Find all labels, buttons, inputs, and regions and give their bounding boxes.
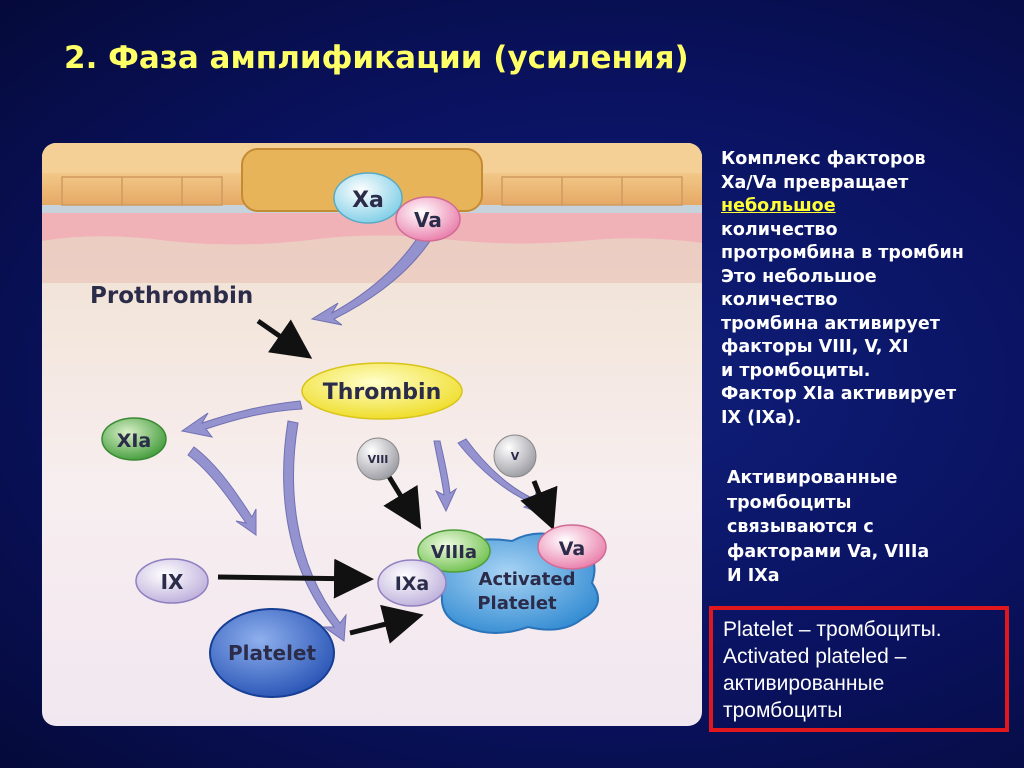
description-block-2: Активированные тромбоциты связываются с … <box>727 466 929 589</box>
ixa-node <box>377 559 447 607</box>
description-line: и тромбоциты. <box>721 360 871 381</box>
slide-title: 2. Фаза амплификации (усиления) <box>64 40 689 76</box>
v-node <box>493 434 537 478</box>
description-line: тромбоциты <box>727 492 852 513</box>
viii-node <box>356 437 400 481</box>
description-line: IX (IXa). <box>721 407 802 428</box>
viiia-node <box>417 529 491 573</box>
description-line: протромбина в тромбин <box>721 243 964 263</box>
description-line: Фактор XIa активирует <box>721 384 957 404</box>
ix-node <box>135 558 209 604</box>
activated-platelet-label-1: Activated <box>479 569 576 590</box>
thrombin-label: Thrombin <box>323 380 442 405</box>
description-block-1: Комплекс факторов Xa/Va превращает небол… <box>721 148 964 430</box>
glossary-line: Activated plateled – <box>723 645 907 668</box>
ixa-label: IXa <box>395 573 430 595</box>
xia-node <box>101 417 167 461</box>
viii-label: VIII <box>368 453 389 466</box>
xa-label: Xa <box>352 188 384 213</box>
description-line: факторами Va, VIIIa <box>727 541 930 562</box>
description-line: Комплекс факторов <box>721 149 926 169</box>
glossary-line: Platelet – тромбоциты. <box>723 618 942 641</box>
va-top-node <box>395 196 461 242</box>
xia-label: XIa <box>117 430 152 452</box>
prothrombin-label: Prothrombin <box>90 283 253 309</box>
platelet-label: Platelet <box>228 641 317 665</box>
glossary-note-box: Platelet – тромбоциты. Activated platele… <box>709 606 1009 732</box>
highlighted-word: небольшое <box>721 196 836 216</box>
description-line: факторы VIII, V, XI <box>721 337 909 357</box>
glossary-line: тромбоциты <box>723 699 843 722</box>
activated-platelet-label-2: Platelet <box>477 593 557 614</box>
diagram-canvas: Xa Va Prothrombin Thrombin XIa VIII V VI… <box>42 143 702 698</box>
viiia-label: VIIIa <box>431 542 477 563</box>
va-top-label: Va <box>414 208 442 232</box>
coagulation-diagram: Xa Va Prothrombin Thrombin XIa VIII V VI… <box>42 143 702 726</box>
description-line: количество <box>721 219 838 240</box>
va-node <box>537 524 607 570</box>
conversion-arrows <box>217 318 558 644</box>
glossary-line: активированные <box>723 672 885 695</box>
ix-label: IX <box>161 570 184 594</box>
xa-node <box>333 172 403 224</box>
thrombin-node <box>301 362 463 420</box>
description-line: тромбина активирует <box>721 313 940 334</box>
v-label: V <box>511 450 520 463</box>
description-line: количество <box>721 290 838 310</box>
platelet-node <box>209 608 335 698</box>
description-line: Xa/Va превращает <box>721 172 909 193</box>
description-line: Активированные <box>727 468 898 488</box>
description-line: связываются с <box>727 517 874 537</box>
description-line: Это небольшое <box>721 266 877 287</box>
va-label: Va <box>559 538 586 560</box>
description-line: И IXa <box>727 566 780 586</box>
